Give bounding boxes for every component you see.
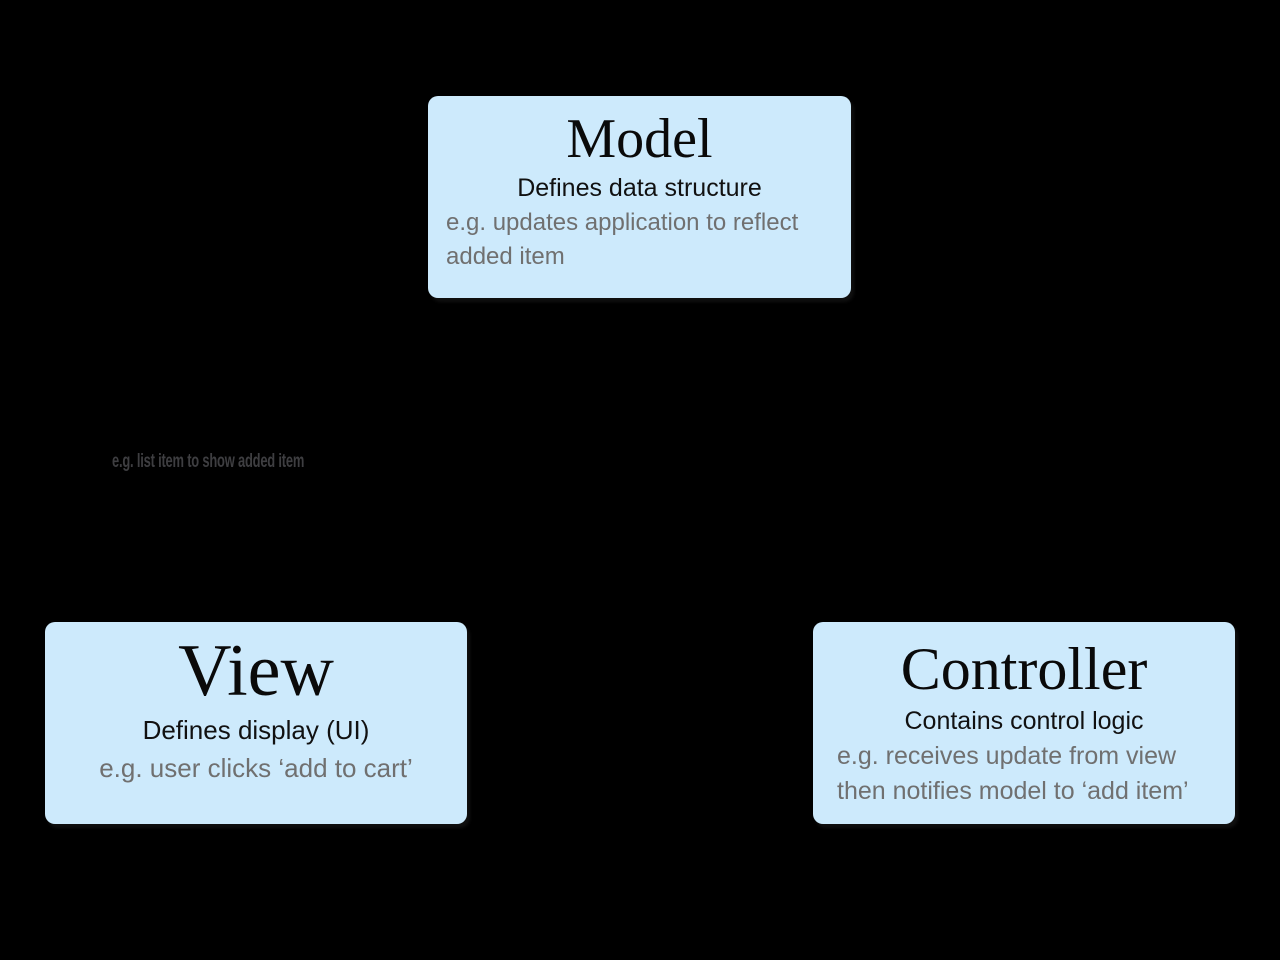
model-box: Model Defines data structure e.g. update… bbox=[428, 96, 851, 298]
controller-example-line-2: then notifies model to ‘add item’ bbox=[837, 776, 1189, 805]
controller-title: Controller bbox=[900, 636, 1148, 702]
controller-box: Controller Contains control logic e.g. r… bbox=[813, 622, 1235, 824]
controller-subtitle: Contains control logic bbox=[904, 706, 1144, 735]
view-box: View Defines display (UI) e.g. user clic… bbox=[45, 622, 467, 824]
view-subtitle: Defines display (UI) bbox=[142, 714, 370, 745]
model-subtitle: Defines data structure bbox=[517, 174, 762, 203]
view-example: e.g. user clicks ‘add to cart’ bbox=[45, 750, 467, 786]
model-view-caption: e.g. list item to show added item bbox=[112, 451, 305, 472]
controller-example: e.g. receives update from view then noti… bbox=[813, 739, 1235, 809]
model-example: e.g. updates application to reflect adde… bbox=[428, 206, 851, 274]
view-example-line-1: e.g. user clicks ‘add to cart’ bbox=[99, 752, 413, 783]
controller-example-line-1: e.g. receives update from view bbox=[837, 741, 1177, 770]
model-example-line-2: added item bbox=[446, 243, 565, 271]
model-example-line-1: e.g. updates application to reflect bbox=[446, 209, 799, 237]
view-title: View bbox=[178, 630, 334, 712]
model-title: Model bbox=[566, 108, 713, 170]
